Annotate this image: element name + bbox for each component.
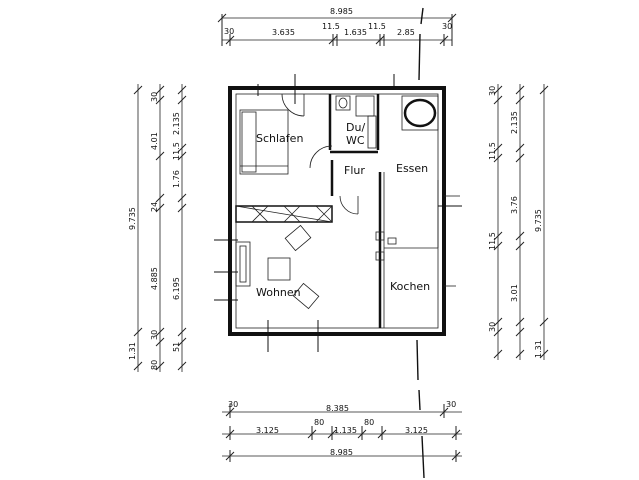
dim-top-115b: 11.5: [368, 22, 386, 31]
room-label-schlafen: Schlafen: [256, 132, 303, 145]
dim-top-30-right: 30: [442, 22, 452, 31]
bottom-dimension-chain: 30 8.385 30 3.125 80 1.135 80 3.125 8.98…: [222, 400, 462, 462]
round-fixture: [401, 95, 439, 131]
dim-right-9735: 9.735: [534, 209, 543, 232]
room-label-essen: Essen: [396, 162, 428, 175]
dim-right-115a: 11.5: [488, 142, 497, 160]
dim-left-30a: 30: [150, 92, 159, 102]
dim-right-376: 3.76: [510, 196, 519, 214]
dim-bottom-80a: 80: [314, 418, 324, 427]
dim-left-80: 80: [150, 360, 159, 370]
room-label-du: Du/: [346, 121, 365, 134]
top-dimension-chain: 8.985 30 3.635 11.5 1.635 11.5 2.85 30: [217, 7, 457, 46]
room-label-wc: WC: [346, 134, 365, 147]
dim-top-115a: 11.5: [322, 22, 340, 31]
room-label-wohnen: Wohnen: [256, 286, 301, 299]
dim-left-6195: 6.195: [172, 277, 181, 300]
dim-bottom-3125b: 3.125: [405, 426, 428, 435]
dim-bottom-3125a: 3.125: [256, 426, 279, 435]
dim-bottom-total: 8.985: [330, 448, 353, 457]
dim-bottom-8385: 8.385: [326, 404, 349, 413]
dim-right-115b: 11.5: [488, 232, 497, 250]
door-swings: [281, 93, 359, 215]
right-dimension-chain: 30 2.135 11.5 3.76 9.735 11.5 3.01 30 1.…: [488, 84, 549, 360]
dim-right-30a: 30: [488, 86, 497, 96]
dim-top-30-left: 30: [224, 27, 234, 36]
dim-left-51: 51: [172, 342, 181, 352]
dim-left-176: 1.76: [172, 170, 181, 188]
kitchen-fixtures: [375, 231, 397, 261]
dim-left-131: 1.31: [128, 342, 137, 360]
dim-bottom-1135: 1.135: [334, 426, 357, 435]
living-furniture: [235, 224, 320, 310]
dim-right-30b: 30: [488, 322, 497, 332]
dim-left-401: 4.01: [150, 132, 159, 150]
window-marks: [214, 74, 462, 352]
dim-bottom-30-right: 30: [446, 400, 456, 409]
section-lines: [416, 7, 425, 479]
dim-bottom-30-left: 30: [228, 400, 238, 409]
dim-left-9735: 9.735: [128, 207, 137, 230]
left-dimension-chain: 9.735 30 4.01 2.135 11.5 1.76 24 4.885 6…: [128, 84, 187, 372]
room-label-kochen: Kochen: [390, 280, 430, 293]
bathroom-fixtures: [335, 95, 377, 149]
dim-left-115: 11.5: [172, 142, 181, 160]
room-label-flur: Flur: [344, 164, 365, 177]
dim-top-total: 8.985: [330, 7, 353, 16]
dim-right-301: 3.01: [510, 284, 519, 302]
dim-bottom-80b: 80: [364, 418, 374, 427]
dim-left-4885: 4.885: [150, 267, 159, 290]
dim-top-1635: 1.635: [344, 28, 367, 37]
dim-right-2135: 2.135: [510, 111, 519, 134]
interior-walls: [235, 94, 460, 328]
dim-left-24: 24: [150, 202, 159, 212]
dim-left-30b: 30: [150, 330, 159, 340]
dim-right-131: 1.31: [534, 340, 543, 358]
dim-top-285: 2.85: [397, 28, 415, 37]
bed: [239, 109, 289, 175]
dim-left-2135: 2.135: [172, 112, 181, 135]
dim-top-3635: 3.635: [272, 28, 295, 37]
